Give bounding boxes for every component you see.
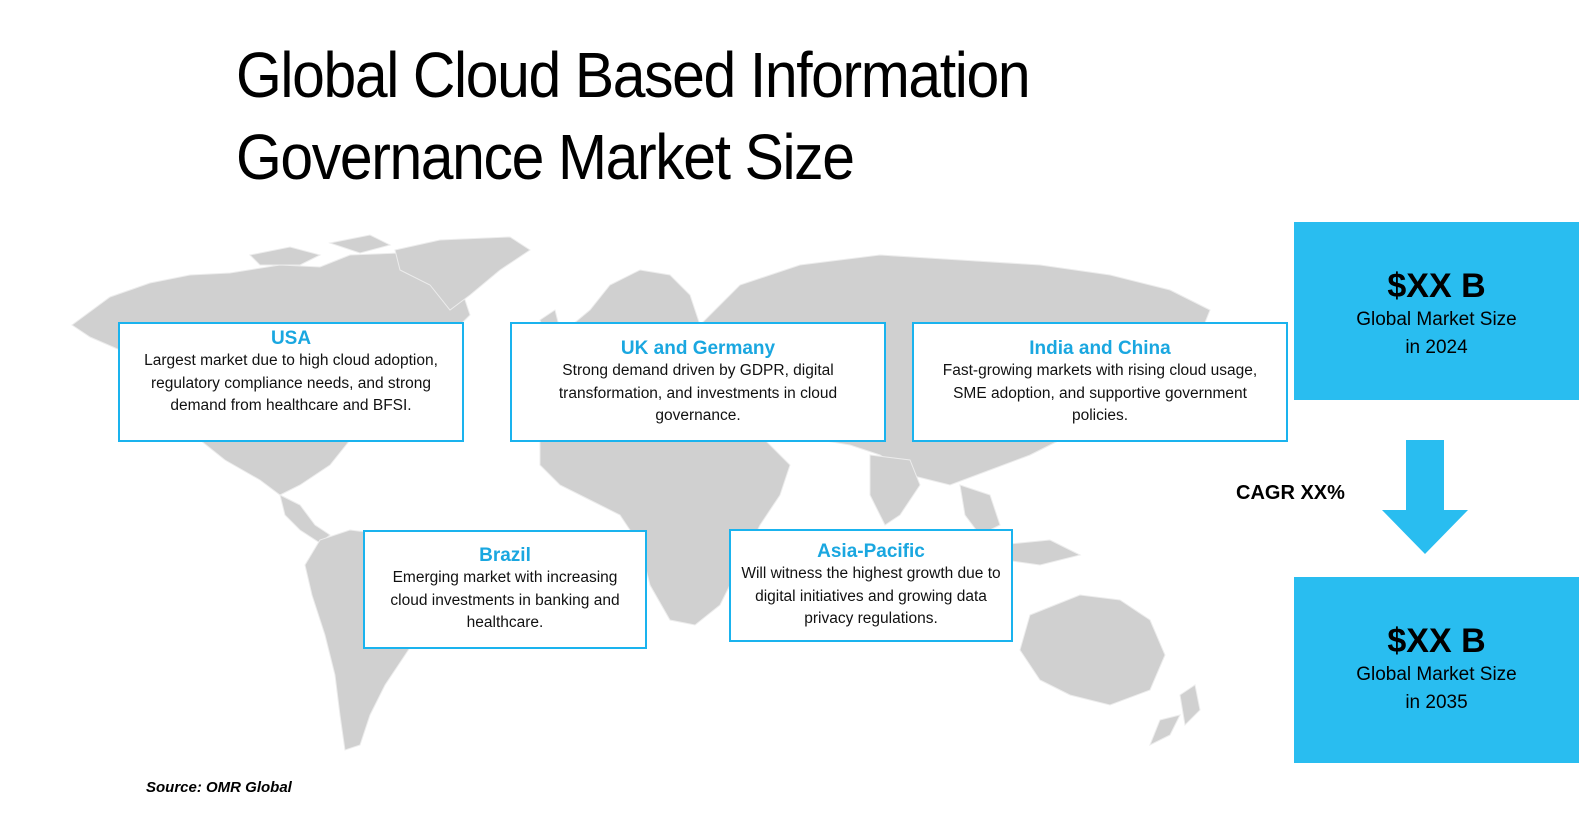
region-description: Emerging market with increasing cloud in…	[390, 569, 620, 631]
region-card-india-china: India and China Fast-growing markets wit…	[912, 322, 1288, 442]
region-description: Fast-growing markets with rising cloud u…	[942, 362, 1258, 424]
market-value-2035: $XX B	[1387, 622, 1486, 660]
market-label-2035-line1: Global Market Size	[1356, 664, 1517, 685]
market-label-2024-line2: in 2024	[1405, 337, 1468, 358]
market-size-2024-box: $XX B Global Market Size in 2024	[1294, 222, 1579, 400]
title-line-1: Global Cloud Based Information	[236, 39, 1031, 111]
page-title: Global Cloud Based Information Governanc…	[236, 34, 1156, 198]
region-card-uk-germany: UK and Germany Strong demand driven by G…	[510, 322, 886, 442]
source-note: Source: OMR Global	[146, 779, 292, 796]
greenland-shape	[394, 236, 531, 311]
central-america-shape	[279, 494, 331, 544]
region-card-brazil: Brazil Emerging market with increasing c…	[363, 530, 647, 649]
market-label-2035-line2: in 2035	[1405, 692, 1468, 713]
market-size-2035-box: $XX B Global Market Size in 2035	[1294, 577, 1579, 763]
region-description: Will witness the highest growth due to d…	[741, 565, 1001, 627]
india-shape	[869, 454, 921, 526]
cagr-label: CAGR XX%	[1236, 482, 1345, 504]
market-label-2024-line1: Global Market Size	[1356, 309, 1517, 330]
australia-shape	[1019, 594, 1166, 706]
region-card-asia-pacific: Asia-Pacific Will witness the highest gr…	[729, 529, 1013, 642]
region-description: Largest market due to high cloud adoptio…	[144, 352, 438, 414]
region-title: Asia-Pacific	[817, 541, 925, 562]
market-value-2024: $XX B	[1387, 267, 1486, 305]
world-map	[71, 234, 1211, 751]
region-card-usa: USA Largest market due to high cloud ado…	[118, 322, 464, 442]
region-title: India and China	[1029, 338, 1171, 359]
region-title: UK and Germany	[620, 338, 776, 359]
region-description: Strong demand driven by GDPR, digital tr…	[558, 362, 838, 424]
region-title: USA	[270, 328, 312, 349]
title-line-2: Governance Market Size	[236, 121, 855, 193]
growth-arrow-icon	[1382, 440, 1468, 554]
region-title: Brazil	[479, 545, 531, 566]
